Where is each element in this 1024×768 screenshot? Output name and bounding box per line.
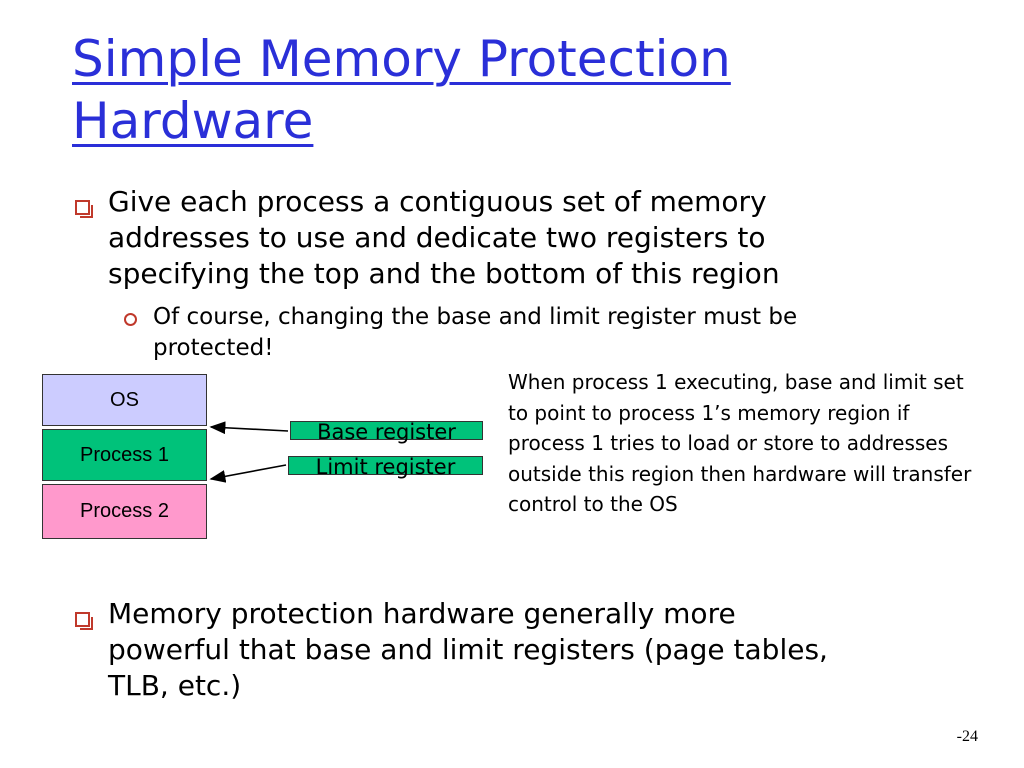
slide-title: Simple Memory Protection Hardware (72, 30, 731, 150)
limit-register-arrow (209, 464, 287, 483)
base-register-label: Base register (290, 421, 483, 443)
bullet-2-text: Memory protection hardware generally mor… (108, 597, 828, 702)
page-number: -24 (956, 728, 978, 745)
sub-bullet-text: Of course, changing the base and limit r… (153, 304, 798, 361)
process-2-block: Process 2 (42, 484, 207, 539)
diagram-note: When process 1 executing, base and limit… (508, 370, 972, 516)
process-1-block: Process 1 (42, 429, 207, 481)
base-register-arrow (209, 421, 289, 435)
square-bullet-icon (75, 200, 93, 218)
square-bullet-icon (75, 612, 93, 630)
limit-register-label: Limit register (288, 456, 483, 478)
os-block: OS (42, 374, 207, 426)
circle-bullet-icon (124, 313, 137, 326)
bullet-1-text: Give each process a contiguous set of me… (108, 185, 780, 290)
